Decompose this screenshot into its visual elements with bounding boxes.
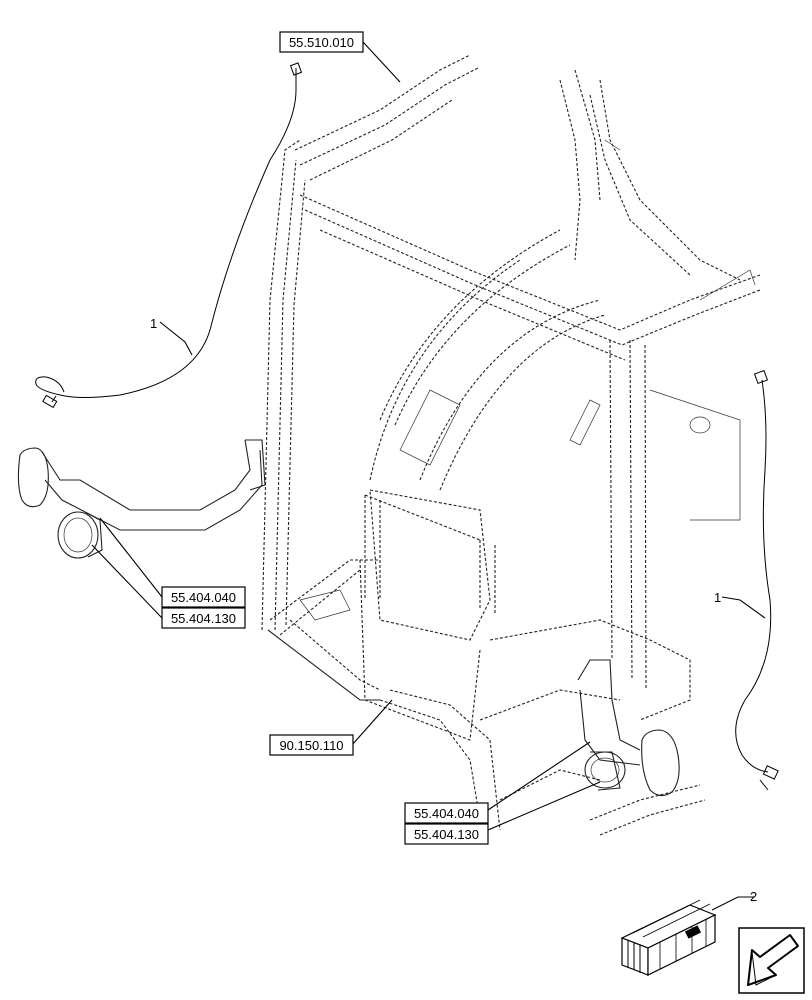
item-number-cable-right: 1 xyxy=(714,590,721,605)
svg-text:55.404.040: 55.404.040 xyxy=(171,590,236,605)
item-number-kit-box: 2 xyxy=(750,889,757,904)
svg-text:90.150.110: 90.150.110 xyxy=(279,738,343,753)
svg-text:55.404.130: 55.404.130 xyxy=(414,827,479,842)
leader-lines xyxy=(91,41,766,911)
cable-right xyxy=(735,369,779,791)
arrow-back-icon[interactable] xyxy=(738,927,805,994)
item-number-cable-left: 1 xyxy=(150,316,157,331)
ref-right-lamp-a[interactable]: 55.404.040 xyxy=(404,802,489,824)
left-lamp-assembly xyxy=(17,439,266,559)
ref-left-lamp-b[interactable]: 55.404.130 xyxy=(161,607,246,629)
ref-cab-frame[interactable]: 90.150.110 xyxy=(269,734,354,756)
svg-text:55.404.040: 55.404.040 xyxy=(414,806,479,821)
svg-text:55.404.130: 55.404.130 xyxy=(171,611,236,626)
kit-box-icon xyxy=(620,899,717,976)
ref-left-lamp-a[interactable]: 55.404.040 xyxy=(161,586,246,608)
cab-frame-drawing xyxy=(261,54,761,836)
right-lamp-assembly xyxy=(577,659,680,797)
ref-right-lamp-b[interactable]: 55.404.130 xyxy=(404,823,489,845)
svg-text:55.510.010: 55.510.010 xyxy=(289,35,354,50)
ref-harness-cab-top[interactable]: 55.510.010 xyxy=(279,31,364,53)
cable-left xyxy=(35,62,303,409)
